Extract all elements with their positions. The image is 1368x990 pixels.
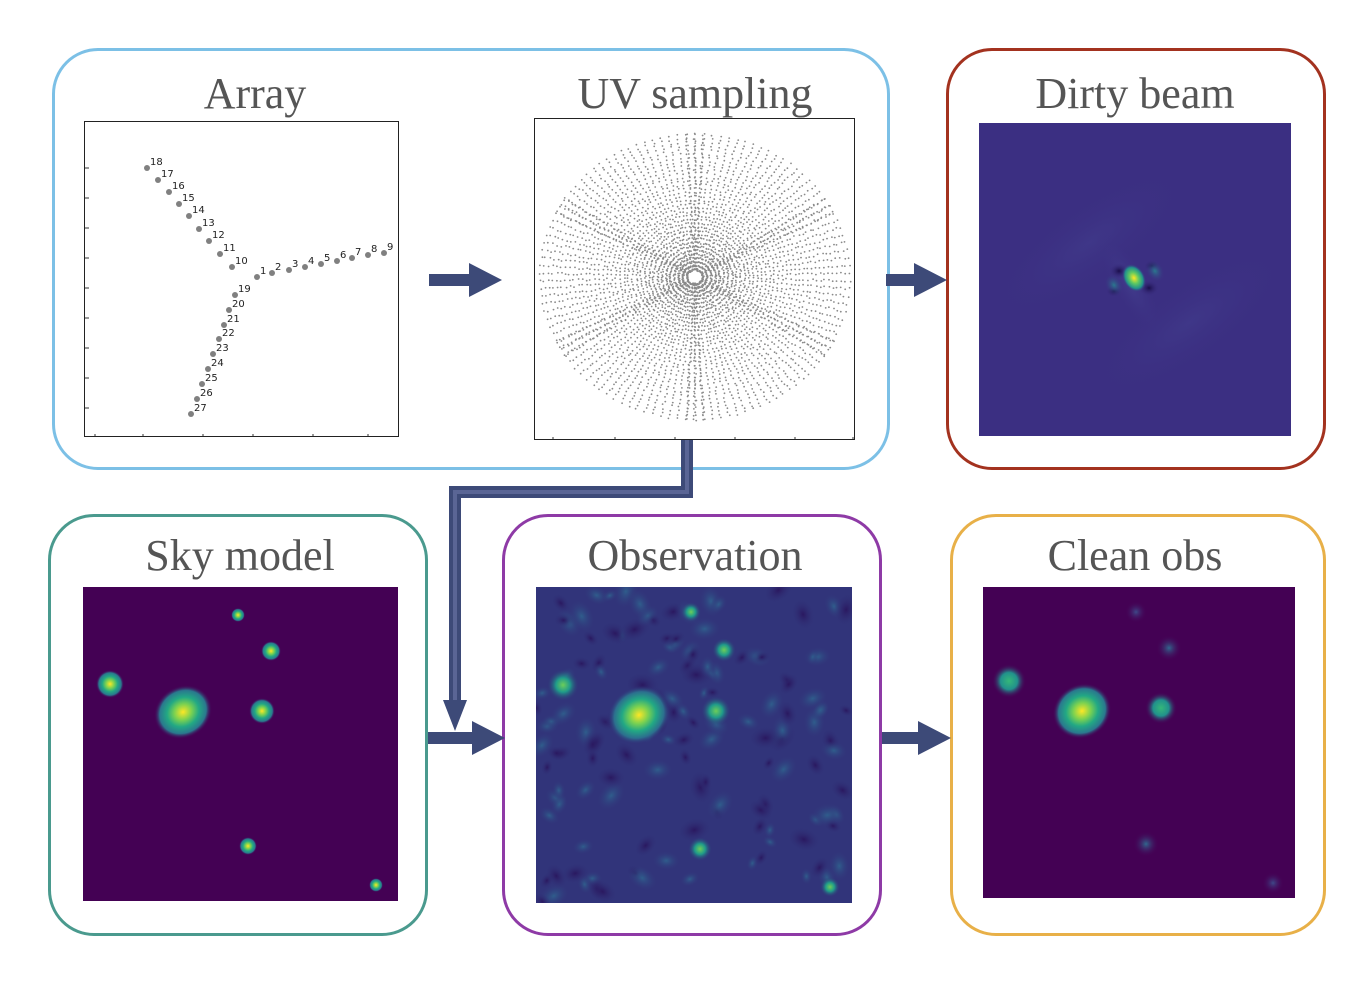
antenna-label: 15 <box>182 193 195 204</box>
antenna-label: 6 <box>340 250 346 261</box>
observation-image <box>536 587 852 903</box>
antenna-label: 7 <box>355 247 361 258</box>
antenna-label: 26 <box>200 388 213 399</box>
antenna-label: 20 <box>232 299 245 310</box>
antenna-label: 19 <box>238 284 251 295</box>
sky-model-image <box>83 587 398 901</box>
observation-box <box>502 514 882 936</box>
uv-points <box>538 132 852 422</box>
antenna-point <box>210 351 216 357</box>
antenna-label: 14 <box>192 205 205 216</box>
antenna-point <box>166 189 172 195</box>
antenna-label: 22 <box>222 328 235 339</box>
antenna-point <box>318 261 324 267</box>
antenna-label: 18 <box>150 157 163 168</box>
array-title: Array <box>203 69 307 118</box>
antenna-point <box>254 274 260 280</box>
uv-sampling-title: UV sampling <box>577 69 813 118</box>
antenna-label: 8 <box>371 244 377 255</box>
array-uv-group-box <box>52 48 890 470</box>
antenna-point <box>206 238 212 244</box>
antenna-point <box>205 366 211 372</box>
antenna-label: 4 <box>308 256 314 267</box>
antenna-point <box>229 264 235 270</box>
antenna-point <box>199 381 205 387</box>
clean-obs-image <box>983 587 1295 898</box>
antenna-label: 17 <box>161 169 174 180</box>
antenna-label: 16 <box>172 181 185 192</box>
antenna-point <box>232 292 238 298</box>
antenna-point <box>334 258 340 264</box>
antenna-label: 3 <box>292 259 298 270</box>
dirty-beam-image <box>979 123 1291 436</box>
antenna-label: 21 <box>227 314 240 325</box>
antenna-point <box>216 336 222 342</box>
antenna-label: 5 <box>324 253 330 264</box>
antenna-point <box>176 201 182 207</box>
observation-title: Observation <box>587 531 803 580</box>
antenna-label: 10 <box>235 256 248 267</box>
antenna-label: 2 <box>275 262 281 273</box>
antenna-point <box>349 255 355 261</box>
sky-sources <box>96 608 383 892</box>
beam-core <box>1121 263 1147 293</box>
dirty-beam-box <box>946 48 1326 470</box>
antenna-point <box>221 322 227 328</box>
sky-model-box <box>48 514 428 936</box>
antenna-point <box>217 251 223 257</box>
antenna-point <box>155 177 161 183</box>
antenna-point <box>286 267 292 273</box>
antenna-label: 23 <box>216 343 229 354</box>
antenna-point <box>196 226 202 232</box>
observation-sources <box>547 602 840 897</box>
antenna-label: 12 <box>212 230 225 241</box>
antenna-point <box>381 250 387 256</box>
antenna-label: 9 <box>387 242 393 253</box>
arrow-uv-to-dirty-beam <box>886 263 947 297</box>
antenna-point <box>226 307 232 313</box>
antenna-label: 24 <box>211 358 224 369</box>
clean-obs-title: Clean obs <box>1047 531 1223 580</box>
clean-sources <box>992 601 1284 894</box>
antenna-point <box>365 252 371 258</box>
clean-obs-box <box>950 514 1326 936</box>
antenna-point <box>302 264 308 270</box>
arrow-array-to-uv <box>429 263 502 297</box>
arrow-uv-to-observation <box>443 440 693 731</box>
antenna-point <box>186 213 192 219</box>
uv-sampling-plot <box>534 118 855 440</box>
antenna-label: 1 <box>260 266 266 277</box>
arrow-observation-to-clean <box>882 721 951 755</box>
observation-noise <box>536 587 852 903</box>
antenna-label: 27 <box>194 403 207 414</box>
arrow-sky-to-observation <box>428 721 505 755</box>
antenna-label: 13 <box>202 218 215 229</box>
sky-model-title: Sky model <box>145 531 335 580</box>
antenna-point <box>194 396 200 402</box>
antenna-point <box>269 270 275 276</box>
dirty-beam-title: Dirty beam <box>1035 69 1235 118</box>
antenna-label: 25 <box>205 373 218 384</box>
antenna-label: 11 <box>223 243 236 254</box>
antenna-point <box>144 165 150 171</box>
antenna-point <box>188 411 194 417</box>
